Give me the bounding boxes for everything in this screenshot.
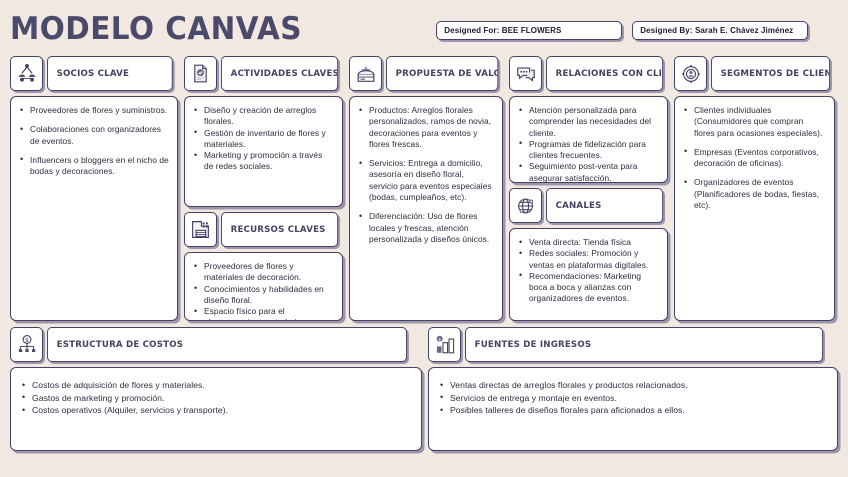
block-body-estructura-de-costos: Costos de adquisición de flores y materi… (10, 367, 422, 451)
list-item: Redes sociales: Promoción y ventas en pl… (516, 248, 659, 271)
list-item: Productos: Arreglos florales personaliza… (356, 104, 494, 150)
column-propuesta-de-valor: PROPUESTA DE VALOR Productos: Arreglos f… (349, 56, 503, 321)
column-socios-clave: SOCIOS CLAVE Proveedores de flores y sum… (10, 56, 178, 321)
block-header-segmentos-de-clientes: SEGMENTOS DE CLIENTES (674, 56, 835, 91)
block-label-recursos-claves: RECURSOS CLAVES (221, 212, 339, 247)
designed-by-field[interactable]: Designed By: Sarah E. Chávez Jiménez (632, 20, 809, 40)
block-body-actividades-claves: Diseño y creación de arreglos florales. … (184, 96, 343, 207)
list-item: Programas de fidelización para clientes … (516, 138, 659, 162)
list-item: Costos operativos (Alquiler, servicios y… (19, 404, 411, 417)
list-item: Seguimiento post-venta para asegurar sat… (516, 161, 659, 182)
list-relaciones-con-clientes: Atención personalizada para comprender l… (516, 105, 659, 182)
block-label-socios-clave: SOCIOS CLAVE (47, 56, 173, 91)
block-header-actividades-claves: ACTIVIDADES CLAVES (184, 56, 343, 91)
block-label-relaciones-con-clientes: RELACIONES CON CLIENTES (546, 56, 664, 91)
canvas-header: MODELO CANVAS Designed For: BEE FLOWERS … (10, 8, 838, 50)
column-segmentos-de-clientes: SEGMENTOS DE CLIENTES Clientes individua… (674, 56, 835, 321)
list-item: Proveedores de flores y materiales de de… (191, 261, 334, 284)
list-item: Ventas directas de arreglos florales y p… (437, 379, 827, 392)
list-estructura-de-costos: Costos de adquisición de flores y materi… (19, 379, 411, 417)
svg-text:$: $ (25, 337, 29, 343)
factory-icon (184, 212, 217, 247)
list-segmentos-de-clientes: Clientes individuales (Consumidores que … (681, 105, 826, 211)
list-recursos-claves: Proveedores de flores y materiales de de… (191, 261, 334, 320)
target-person-icon (674, 56, 707, 91)
list-item: Servicios: Entrega a domicilio, asesoría… (356, 158, 494, 203)
block-label-canales: CANALES (546, 188, 664, 223)
column-relaciones-canales: RELACIONES CON CLIENTES Atención persona… (509, 56, 668, 321)
block-header-estructura-de-costos: $ ESTRUCTURA DE COSTOS (10, 327, 422, 362)
checked-document-icon (184, 56, 217, 91)
block-header-canales: CANALES (509, 188, 668, 223)
list-item: Venta directa: Tienda física (516, 236, 659, 248)
chat-bubble-icon (509, 56, 542, 91)
block-body-relaciones-con-clientes: Atención personalizada para comprender l… (509, 96, 668, 183)
block-header-relaciones-con-clientes: RELACIONES CON CLIENTES (509, 56, 668, 91)
block-header-fuentes-de-ingresos: $ FUENTES DE INGRESOS (428, 327, 838, 362)
list-item: Gastos de marketing y promoción. (19, 391, 411, 405)
revenue-bars-icon: $ (428, 327, 461, 362)
column-fuentes-de-ingresos: $ FUENTES DE INGRESOS Ventas directas de… (428, 327, 838, 451)
block-body-fuentes-de-ingresos: Ventas directas de arreglos florales y p… (428, 367, 838, 451)
list-canales: Venta directa: Tienda física Redes socia… (516, 236, 659, 305)
cost-hierarchy-icon: $ (10, 327, 43, 362)
page-title: MODELO CANVAS (10, 11, 302, 47)
list-item: Clientes individuales (Consumidores que … (681, 105, 826, 139)
list-fuentes-de-ingresos: Ventas directas de arreglos florales y p… (437, 379, 827, 417)
gift-star-box-icon (349, 56, 382, 91)
list-item: Colaboraciones con organizadores de even… (17, 124, 169, 147)
list-socios-clave: Proveedores de flores y suministros. Col… (17, 104, 169, 178)
list-item: Conocimientos y habilidades en diseño fl… (191, 283, 334, 307)
list-item: Influencers o bloggers en el nicho de bo… (17, 154, 169, 178)
column-actividades-recursos: ACTIVIDADES CLAVES Diseño y creación de … (184, 56, 343, 321)
block-body-socios-clave: Proveedores de flores y suministros. Col… (10, 96, 178, 321)
list-item: Gestión de inventario de flores y materi… (191, 127, 334, 151)
block-body-canales: Venta directa: Tienda física Redes socia… (509, 228, 668, 321)
list-item: Proveedores de flores y suministros. (17, 104, 169, 116)
globe-network-icon (509, 188, 542, 223)
block-header-socios-clave: SOCIOS CLAVE (10, 56, 178, 91)
list-propuesta-de-valor: Productos: Arreglos florales personaliza… (356, 104, 494, 245)
designed-for-field[interactable]: Designed For: BEE FLOWERS (436, 20, 623, 40)
block-label-segmentos-de-clientes: SEGMENTOS DE CLIENTES (711, 56, 831, 91)
list-item: Empresas (Eventos corporativos, decoraci… (681, 146, 826, 170)
block-label-estructura-de-costos: ESTRUCTURA DE COSTOS (47, 327, 407, 362)
partners-icon (10, 56, 43, 91)
block-body-recursos-claves: Proveedores de flores y materiales de de… (184, 252, 343, 321)
list-item: Marketing y promoción a través de redes … (191, 150, 334, 173)
svg-text:$: $ (438, 336, 441, 342)
column-estructura-de-costos: $ ESTRUCTURA DE COSTOS Costos de adquisi… (10, 327, 422, 451)
meta-fields: Designed For: BEE FLOWERS Designed By: S… (436, 20, 809, 40)
list-item: Diseño y creación de arreglos florales. (191, 105, 334, 128)
block-label-propuesta-de-valor: PROPUESTA DE VALOR (386, 56, 499, 91)
block-header-recursos-claves: RECURSOS CLAVES (184, 212, 343, 247)
list-item: Servicios de entrega y montaje en evento… (437, 391, 827, 405)
list-actividades-claves: Diseño y creación de arreglos florales. … (191, 105, 334, 173)
block-header-propuesta-de-valor: PROPUESTA DE VALOR (349, 56, 503, 91)
block-body-segmentos-de-clientes: Clientes individuales (Consumidores que … (674, 96, 835, 321)
list-item: Espacio físico para el almacenamiento y … (191, 306, 334, 320)
block-label-actividades-claves: ACTIVIDADES CLAVES (221, 56, 339, 91)
canvas-top-grid: SOCIOS CLAVE Proveedores de flores y sum… (10, 56, 838, 321)
block-body-propuesta-de-valor: Productos: Arreglos florales personaliza… (349, 96, 503, 321)
list-item: Posibles talleres de diseños florales pa… (437, 404, 827, 417)
list-item: Organizadores de eventos (Planificadores… (681, 177, 826, 211)
canvas-bottom-grid: $ ESTRUCTURA DE COSTOS Costos de adquisi… (10, 327, 838, 451)
list-item: Costos de adquisición de flores y materi… (19, 379, 411, 392)
list-item: Atención personalizada para comprender l… (516, 105, 659, 139)
block-label-fuentes-de-ingresos: FUENTES DE INGRESOS (465, 327, 824, 362)
list-item: Diferenciación: Uso de flores locales y … (356, 211, 494, 245)
list-item: Recomendaciones: Marketing boca a boca y… (516, 270, 659, 305)
